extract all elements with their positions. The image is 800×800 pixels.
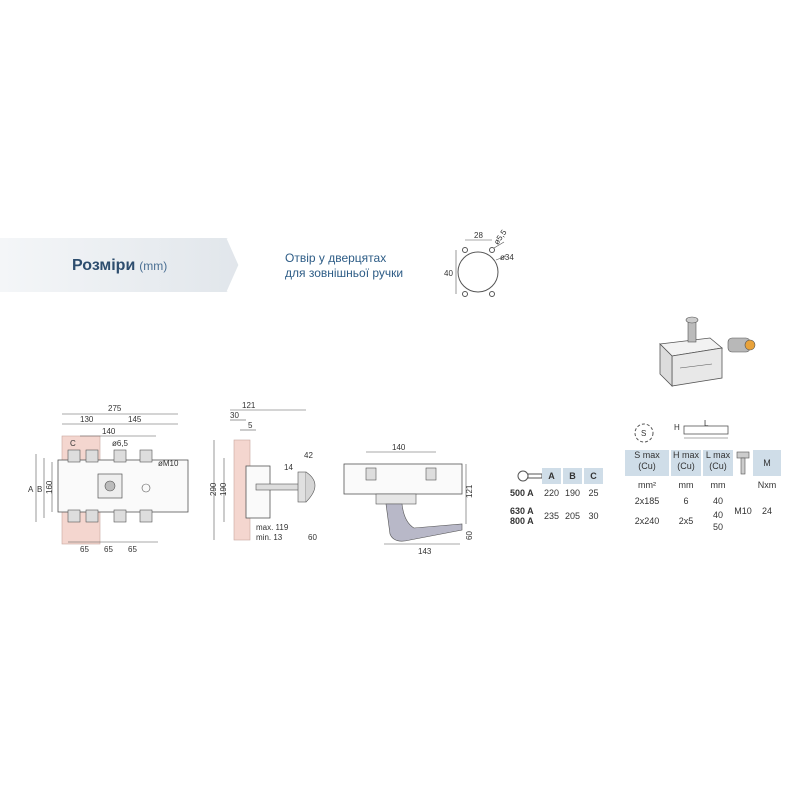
cable-unit-h: mm (678, 480, 694, 490)
cable-row2-l: 40 (712, 510, 723, 520)
cable-header-l: L max (Cu) (703, 450, 733, 476)
abc-header-c: C (584, 468, 603, 484)
dim-40: 40 (444, 269, 453, 278)
abc-row1-a: 220 (543, 488, 560, 498)
section-title: Розміри(mm) (72, 257, 167, 275)
dim-42: 42 (304, 451, 313, 460)
dim-143: 143 (418, 547, 432, 556)
bolt-icon (736, 451, 750, 475)
front-view-drawing: 275 130 145 140 C ø6,5 øM10 A B 160 65 6… (28, 404, 189, 554)
icon-h-label: H (674, 423, 680, 432)
dim-65-left: 65 (80, 545, 89, 554)
dim-m10: øM10 (158, 459, 179, 468)
abc-row1-b: 190 (564, 488, 581, 498)
icon-l-label: L (704, 419, 709, 428)
dim-130: 130 (80, 415, 94, 424)
abc-row2-c: 30 (588, 511, 599, 521)
cable-row2-l2: 50 (712, 522, 723, 532)
dim-145: 145 (128, 415, 142, 424)
abc-row2-a: 235 (543, 511, 560, 521)
dim-121: 121 (242, 401, 256, 410)
dim-5: 5 (248, 421, 253, 430)
dim-65-right: 65 (128, 545, 137, 554)
dim-d34: ø34 (500, 253, 514, 262)
abc-row2-label: 630 A (510, 506, 534, 516)
dim-min: min. 13 (256, 533, 283, 542)
dim-121-top: 121 (465, 484, 474, 498)
dim-c: C (70, 439, 76, 448)
cable-header-s: S max (Cu) (625, 450, 669, 476)
side-view-drawing: 121 30 5 290 190 14 42 max. 119 min. 13 … (209, 401, 317, 542)
abc-header-b: B (563, 468, 582, 484)
cable-row1-h: 6 (683, 496, 689, 506)
abc-row1-c: 25 (588, 488, 599, 498)
cable-unit-l: mm (710, 480, 726, 490)
cable-row2-s: 2x240 (634, 516, 660, 526)
cable-table-icons: S H L (634, 419, 729, 443)
cable-row2-m: M10 (734, 506, 752, 516)
abc-row2-b: 205 (564, 511, 581, 521)
door-cutout-note: Отвір у дверцятах для зовнішньої ручки (285, 251, 403, 281)
dim-65-mid: 65 (104, 545, 113, 554)
cable-header-m: M (753, 450, 781, 476)
dim-60: 60 (308, 533, 317, 542)
section-title-text: Розміри (72, 257, 136, 274)
dim-a: A (28, 485, 34, 494)
door-hole-drawing: 28 40 ø5,5 ø34 (444, 228, 514, 297)
dim-d55: ø5,5 (492, 228, 509, 246)
dim-30: 30 (230, 411, 239, 420)
abc-header-a: A (542, 468, 561, 484)
dim-14: 14 (284, 463, 293, 472)
icon-s-label: S (641, 429, 646, 438)
dim-140-top: 140 (392, 443, 406, 452)
key-icon (517, 470, 543, 482)
cable-table: S max (Cu) H max (Cu) L max (Cu) M mm² m… (625, 450, 785, 532)
dim-140: 140 (102, 427, 116, 436)
cable-unit-m: Nxm (757, 480, 777, 490)
dim-160: 160 (45, 480, 54, 494)
dim-max: max. 119 (256, 523, 289, 532)
cable-header-h: H max (Cu) (671, 450, 701, 476)
dim-190: 190 (219, 482, 228, 496)
abc-row2-label2: 800 A (510, 516, 534, 526)
dim-275: 275 (108, 404, 122, 413)
dim-60-top: 60 (465, 531, 474, 540)
section-banner (0, 238, 240, 292)
door-note-line1: Отвір у дверцятах (285, 251, 387, 265)
handle-assembly-drawing (659, 316, 756, 387)
dim-28: 28 (474, 231, 483, 240)
cable-unit-s: mm² (638, 480, 656, 490)
unit-label: (mm) (139, 259, 168, 273)
cable-row1-s: 2x185 (634, 496, 660, 506)
door-note-line2: для зовнішньої ручки (285, 266, 404, 280)
cable-row1-l: 40 (712, 496, 723, 506)
dim-290: 290 (209, 482, 218, 496)
cable-row2-h: 2x5 (678, 516, 694, 526)
cable-row2-nxm: 24 (761, 506, 772, 516)
dim-b: B (37, 485, 42, 494)
top-view-drawing: 140 121 60 143 (343, 443, 474, 556)
dim-d65: ø6,5 (112, 439, 129, 448)
abc-row1-label: 500 A (510, 488, 534, 498)
